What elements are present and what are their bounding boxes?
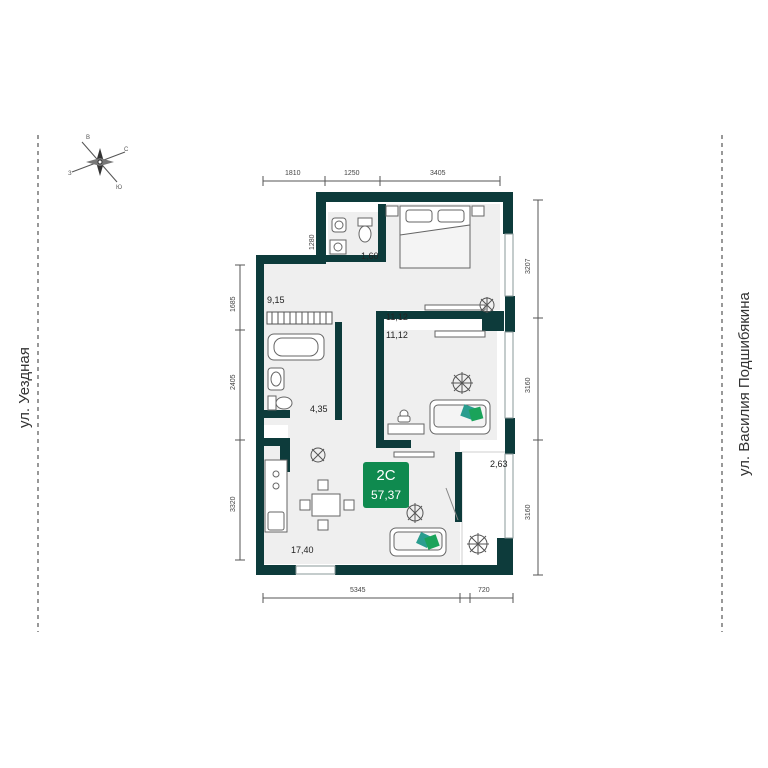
room-area-hall: 9,15 [267,295,285,305]
washing-machine-icon [329,239,347,255]
room-labels: 1,60 9,15 11,12 11,12 4,35 2,63 17,40 [267,251,508,555]
dim-top-2: 1250 [344,170,360,177]
street-label-left: ул. Уездная [16,347,33,428]
dim-right-2: 3160 [525,377,532,393]
pillow-icon [468,406,484,422]
dim-left-1: 1685 [230,296,237,312]
pillow-icon [424,534,440,550]
lamp-icon [406,503,424,523]
walls [256,192,515,575]
room-area-bedroom: 11,12 [386,312,408,322]
shelf [434,330,486,338]
dimension-lines [235,176,543,603]
toilet-small-icon [357,217,373,243]
lamp-icon [451,372,473,394]
bathtub-icon [267,333,325,361]
wardrobe-bedroom [424,304,486,311]
apartment-type: 2С [376,467,396,484]
dim-right-3: 3160 [525,504,532,520]
windows [295,233,514,575]
kitchen-counter-icon [264,451,435,533]
sink-icon [267,367,285,391]
room-area-bath: 4,35 [310,404,328,414]
dim-left-2: 2405 [230,374,237,390]
dining-table-icon [299,479,355,531]
dim-bottom-2: 720 [478,587,490,594]
room-area-kitchen: 17,40 [291,545,314,555]
dim-bottom-1: 5345 [350,587,366,594]
dim-left-3: 3320 [230,496,237,512]
desk-icon [387,409,425,435]
compass-letter: В [86,135,90,141]
room-area-room: 11,12 [386,330,408,340]
plant-icon [479,297,495,313]
compass-letter: Ю [116,185,122,191]
compass-letter: З [68,171,72,177]
dim-top-3: 3405 [430,170,446,177]
dimension-labels: 1810 1250 3405 5345 720 1685 2405 3320 3… [230,170,532,594]
apartment-area: 57,37 [370,488,402,502]
small-sink-icon [331,217,347,233]
bed-icon [385,205,485,269]
door-line [445,487,459,521]
wardrobe [266,311,333,325]
toilet-icon [267,395,293,411]
apartment-badge: 2С 57,37 [363,462,409,508]
plant-icon [310,447,326,463]
plant-icon [467,533,489,555]
compass-icon: В С З Ю [68,135,129,191]
dim-right-1: 3207 [525,258,532,274]
compass-letter: С [124,147,129,153]
dim-inner: 1280 [309,234,316,250]
street-label-right: ул. Василия Подшибякина [736,292,753,476]
room-area-balcony: 2,63 [490,459,508,469]
dim-top-1: 1810 [285,170,301,177]
room-area-wc: 1,60 [361,251,379,261]
